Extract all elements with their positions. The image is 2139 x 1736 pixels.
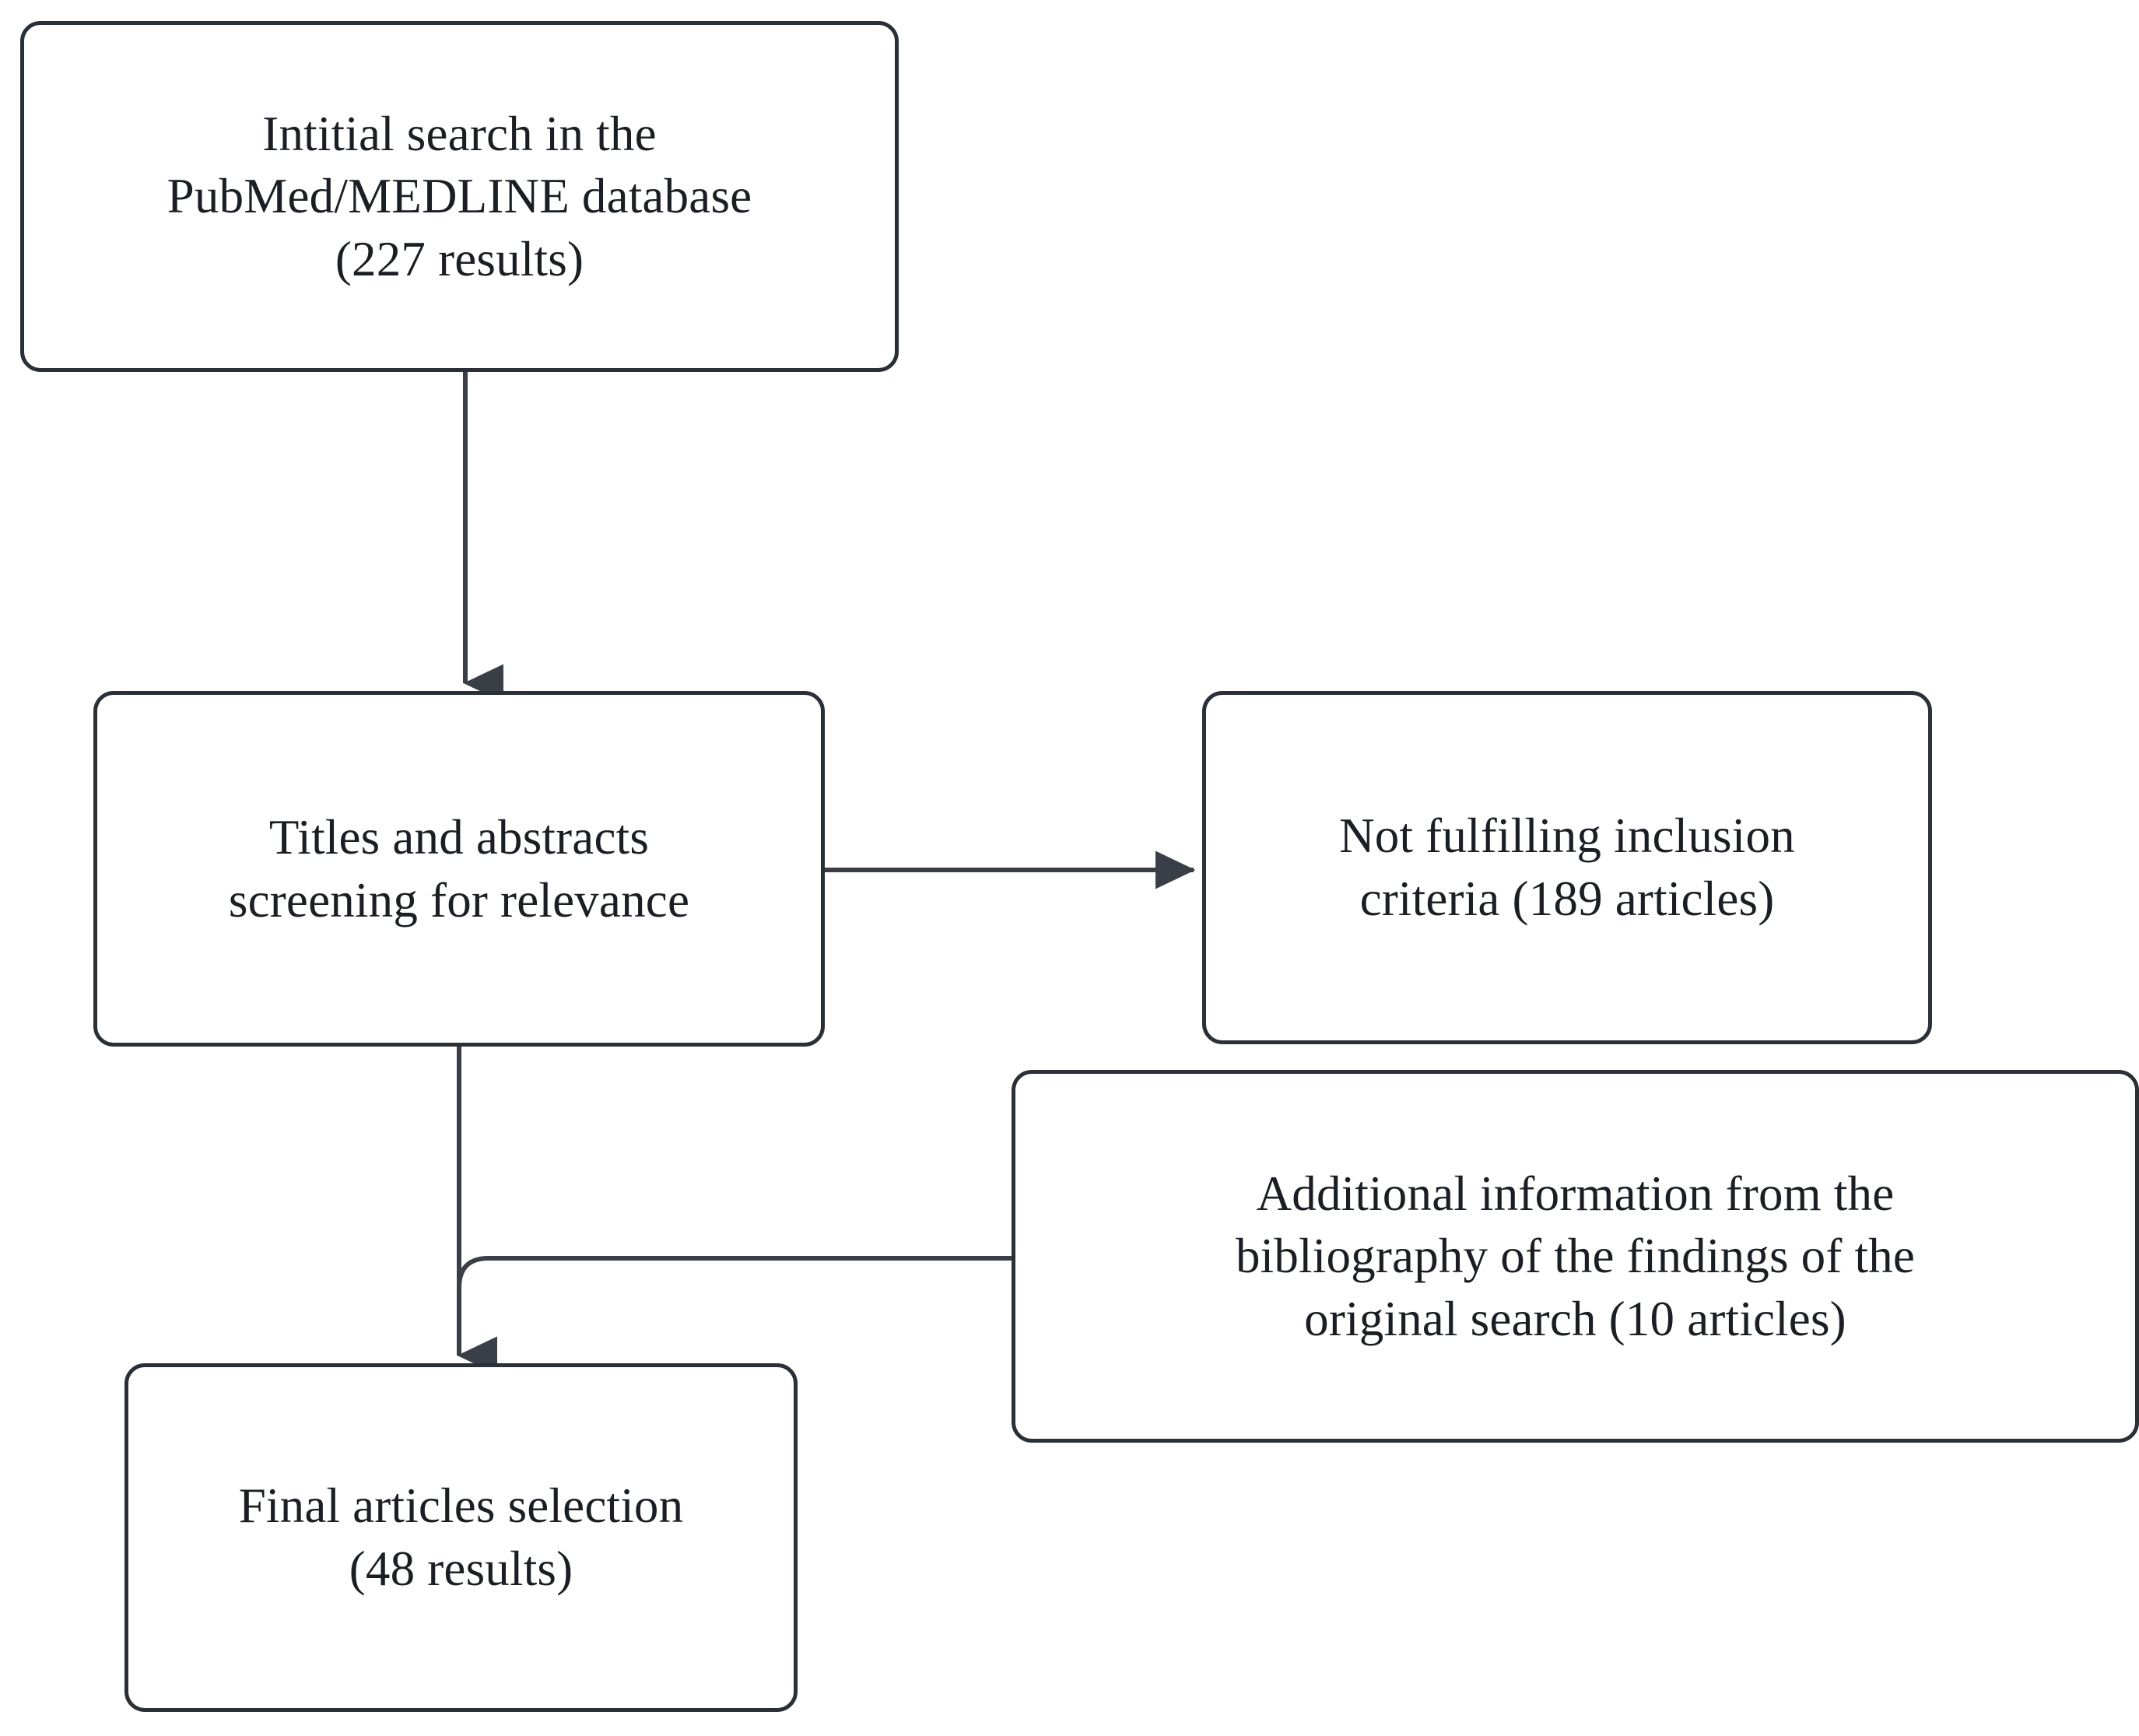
node-additional-info-label: Additional information from the bibliogr…	[1235, 1166, 1916, 1346]
node-screening-label: Titles and abstracts screening for relev…	[228, 809, 690, 928]
node-screening[interactable]: Titles and abstracts screening for relev…	[93, 691, 825, 1047]
node-initial-search-label: Intitial search in the PubMed/MEDLINE da…	[167, 106, 752, 286]
node-excluded-label: Not fulfilling inclusion criteria (189 a…	[1339, 808, 1795, 926]
node-initial-search[interactable]: Intitial search in the PubMed/MEDLINE da…	[20, 21, 899, 372]
node-additional-info[interactable]: Additional information from the bibliogr…	[1012, 1070, 2139, 1443]
node-final-selection-label: Final articles selection (48 results)	[238, 1478, 684, 1596]
node-final-selection[interactable]: Final articles selection (48 results)	[124, 1363, 798, 1712]
connector-additional-to-final	[457, 1256, 1012, 1315]
node-excluded[interactable]: Not fulfilling inclusion criteria (189 a…	[1202, 691, 1932, 1044]
